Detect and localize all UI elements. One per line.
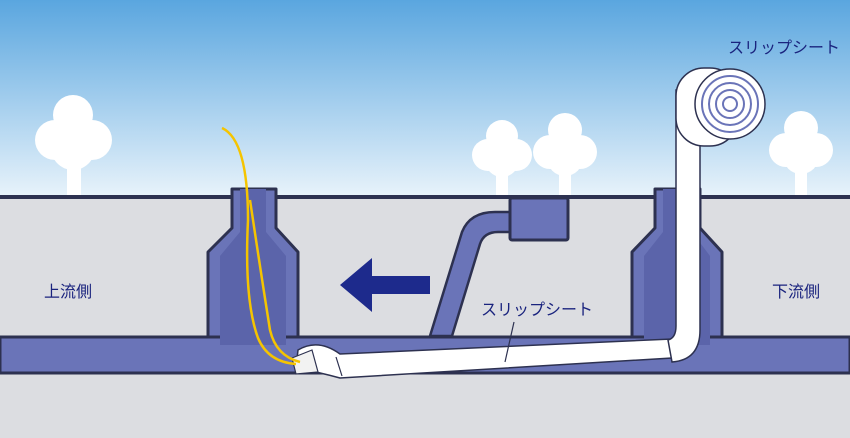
slip-sheet-pipe-label: スリップシート <box>481 300 594 319</box>
tree-icon <box>533 113 597 196</box>
manhole-left-shaft <box>220 189 286 345</box>
slip-sheet-tip <box>291 349 319 375</box>
tree-icon <box>769 111 833 196</box>
slip-sheet-roll-label: スリップシート <box>728 38 841 57</box>
arrow-left-icon <box>340 258 430 312</box>
tree-icon <box>472 120 532 196</box>
slip-sheet-vertical <box>667 89 701 363</box>
downstream-label: 下流側 <box>772 282 821 301</box>
tree-icon <box>35 95 112 196</box>
sheet-roll-icon <box>675 67 766 147</box>
yellow-cable-2 <box>248 199 301 364</box>
winch-unit <box>508 196 570 242</box>
sheet-leader-line <box>504 321 515 363</box>
yellow-cable <box>221 126 297 366</box>
slip-sheet-crease <box>335 356 343 377</box>
upstream-label: 上流側 <box>44 282 93 301</box>
